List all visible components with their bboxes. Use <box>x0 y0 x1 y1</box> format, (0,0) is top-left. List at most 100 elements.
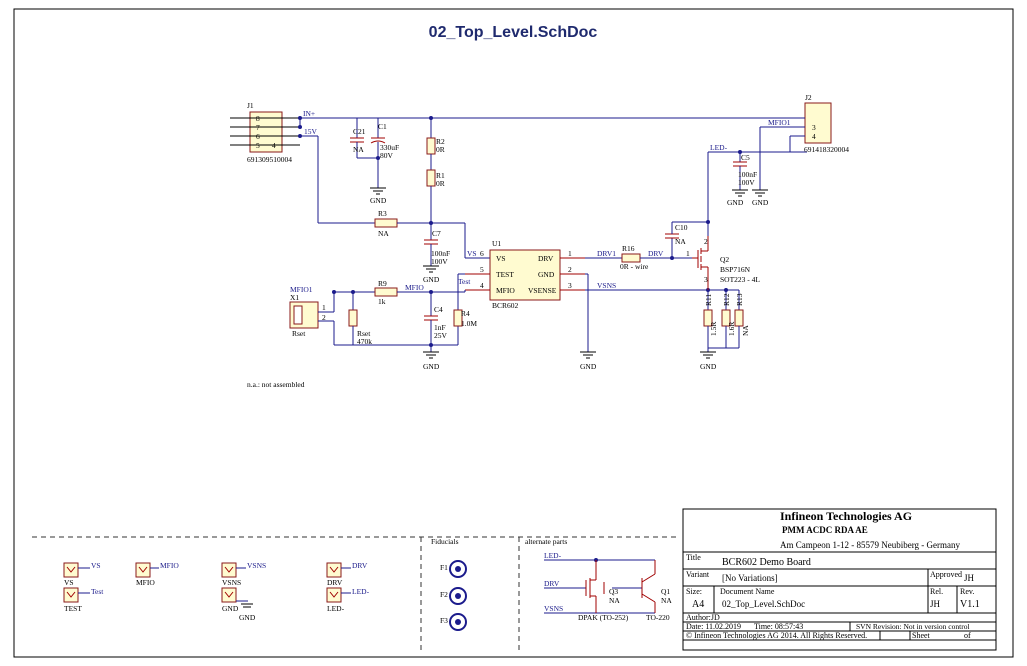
resistor-R1: R1 0R <box>426 169 445 240</box>
svg-text:VS: VS <box>91 561 101 570</box>
mosfet-Q2: 1 2 3 Q2 BSP716N SOT223 - 4L <box>686 152 760 290</box>
svg-text:LED-: LED- <box>352 587 370 596</box>
svg-text:JH: JH <box>964 573 975 583</box>
resistor-R2: R2 0R <box>426 116 445 170</box>
svg-text:BCR602: BCR602 <box>492 301 519 310</box>
resistor-R13: R13 NA <box>708 290 750 349</box>
svg-text:4: 4 <box>272 141 276 150</box>
svg-text:15V: 15V <box>304 127 318 136</box>
svg-text:GND: GND <box>222 604 239 613</box>
gnd-symbol: GND <box>700 348 717 371</box>
note-not-assembled: n.a.: not assembled <box>247 380 305 389</box>
svg-text:U1: U1 <box>492 239 501 248</box>
capacitor-C1: C1 330uF 80V <box>357 118 399 188</box>
svg-text:691418320004: 691418320004 <box>804 145 849 154</box>
svg-text:Time: 08:57:43: Time: 08:57:43 <box>754 622 803 631</box>
fiducials: Fiducials F1 F2 F3 <box>431 537 467 631</box>
svg-text:C21: C21 <box>353 127 366 136</box>
resistor-Rset: Rset 470k <box>334 290 375 346</box>
svg-text:Fiducials: Fiducials <box>431 537 459 546</box>
svg-text:1nF: 1nF <box>434 323 446 332</box>
svg-text:C1: C1 <box>378 122 387 131</box>
svg-text:J2: J2 <box>805 93 812 102</box>
svg-text:Title: Title <box>686 553 701 562</box>
svg-text:GND: GND <box>700 362 717 371</box>
svg-text:100V: 100V <box>738 178 755 187</box>
resistor-R16: R16 0R - wire DRV <box>620 244 692 271</box>
svg-text:1.0M: 1.0M <box>461 319 477 328</box>
svg-text:[No Variations]: [No Variations] <box>722 573 778 583</box>
svg-text:DRV1: DRV1 <box>597 249 616 258</box>
svg-text:C4: C4 <box>434 305 443 314</box>
resistor-R11: R11 1.5R <box>703 290 718 348</box>
svg-text:C5: C5 <box>741 153 750 162</box>
svg-text:Author:JD: Author:JD <box>686 613 720 622</box>
svg-text:691309510004: 691309510004 <box>247 155 292 164</box>
svg-text:DRV: DRV <box>327 578 343 587</box>
net-vsns: VSNS <box>585 281 739 292</box>
sheet-border <box>13 8 1014 658</box>
svg-text:470k: 470k <box>357 337 372 346</box>
gnd-symbol: GND <box>580 273 597 371</box>
svg-text:GND: GND <box>752 198 769 207</box>
svg-text:PMM ACDC RDA AE: PMM ACDC RDA AE <box>782 525 868 535</box>
svg-text:GND: GND <box>727 198 744 207</box>
svg-text:100V: 100V <box>431 257 448 266</box>
svg-text:Date: 11.02.2019: Date: 11.02.2019 <box>686 622 741 631</box>
svg-text:J1: J1 <box>247 101 254 110</box>
svg-text:VSENSE: VSENSE <box>528 286 557 295</box>
svg-text:GND: GND <box>239 613 256 622</box>
svg-text:6: 6 <box>480 249 484 258</box>
net-vs: VS <box>465 249 490 259</box>
svg-text:0R - wire: 0R - wire <box>620 262 649 271</box>
svg-text:A4: A4 <box>692 599 704 610</box>
svg-text:Approved: Approved <box>930 570 962 579</box>
svg-text:5: 5 <box>480 265 484 274</box>
svg-text:MFIO: MFIO <box>405 283 424 292</box>
svg-text:1: 1 <box>322 303 326 312</box>
svg-text:of: of <box>964 631 971 640</box>
svg-text:0R: 0R <box>436 179 445 188</box>
svg-text:MFIO1: MFIO1 <box>290 285 313 294</box>
svg-text:GND: GND <box>538 270 555 279</box>
svg-text:alternate parts: alternate parts <box>525 537 567 546</box>
svg-text:LED-: LED- <box>544 551 562 560</box>
connector-X1: MFIO1 X1 1 2 Rset <box>289 285 336 345</box>
testpoint-gnd: GND GND <box>221 587 256 622</box>
svg-text:DPAK (TO-252): DPAK (TO-252) <box>578 613 629 622</box>
svg-text:2: 2 <box>568 265 572 274</box>
ic-U1: U1 VS TEST MFIO DRV GND VSENSE 6 5 4 1 2… <box>465 239 585 310</box>
resistor-R3: R3 NA <box>374 209 466 258</box>
svg-text:4: 4 <box>480 281 484 290</box>
svg-text:LED-: LED- <box>710 143 728 152</box>
testpoint-test: Test TEST <box>63 587 104 613</box>
testpoint-led-minus: LED- LED- <box>326 587 370 613</box>
svg-text:Infineon Technologies AG: Infineon Technologies AG <box>780 509 912 523</box>
resistor-R12: R12 1.6R <box>721 290 736 348</box>
svg-text:100nF: 100nF <box>431 249 450 258</box>
svg-text:1k: 1k <box>378 297 386 306</box>
svg-text:R4: R4 <box>461 309 470 318</box>
svg-text:GND: GND <box>423 275 440 284</box>
svg-text:8: 8 <box>256 114 260 123</box>
svg-text:SVN Revision: Not in version: SVN Revision: Not in version control <box>856 622 970 631</box>
testpoint-mfio: MFIO MFIO <box>135 561 179 587</box>
svg-text:DRV: DRV <box>538 254 554 263</box>
svg-text:3: 3 <box>704 275 708 284</box>
net-in-plus: IN+ 15V <box>299 109 807 224</box>
svg-text:1.5R: 1.5R <box>709 322 718 336</box>
svg-text:SOT223 - 4L: SOT223 - 4L <box>720 275 760 284</box>
svg-text:Rset: Rset <box>292 329 306 338</box>
svg-text:MFIO: MFIO <box>136 578 155 587</box>
svg-text:2: 2 <box>322 313 326 322</box>
svg-text:TO-220: TO-220 <box>646 613 670 622</box>
svg-text:F1: F1 <box>440 563 448 572</box>
svg-text:3: 3 <box>568 281 572 290</box>
capacitor-C5: C5 100nF 100V GND <box>727 153 757 207</box>
svg-text:Sheet: Sheet <box>912 631 931 640</box>
svg-text:2: 2 <box>704 237 708 246</box>
svg-text:Size:: Size: <box>686 587 702 596</box>
testpoint-vsns: VSNS VSNS <box>221 561 266 587</box>
svg-text:1: 1 <box>568 249 572 258</box>
svg-text:330uF: 330uF <box>380 143 399 152</box>
